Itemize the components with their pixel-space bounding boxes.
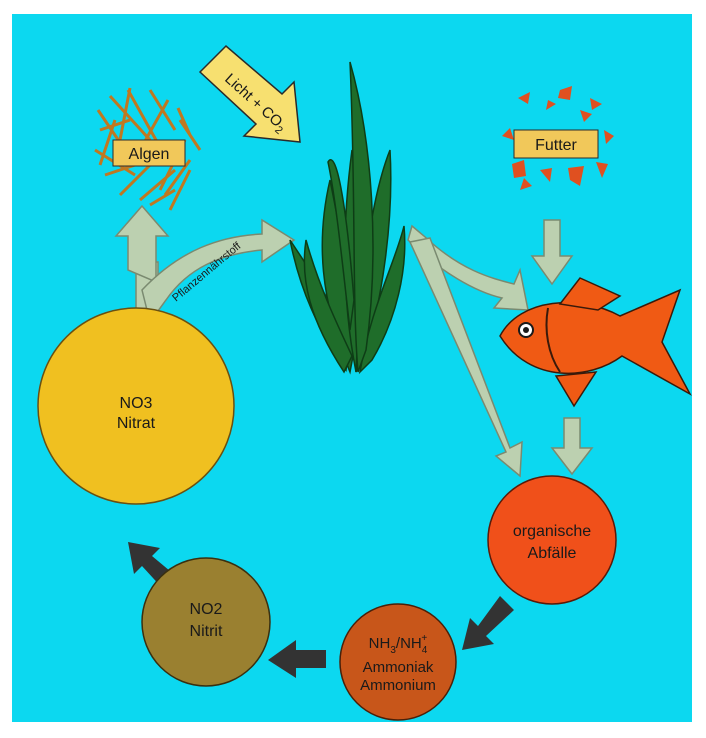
- ammonia-name: Ammoniak: [363, 659, 434, 676]
- organic-line2: Abfälle: [528, 545, 577, 562]
- nitrate-node: NO3 Nitrat: [38, 308, 234, 504]
- nitrite-formula: NO2: [190, 601, 223, 618]
- food-label: Futter: [535, 137, 577, 154]
- nitrite-name: Nitrit: [190, 623, 223, 640]
- nitrite-node: NO2 Nitrit: [142, 558, 270, 686]
- nitrate-formula: NO3: [120, 395, 153, 412]
- organic-waste-node: organische Abfälle: [488, 476, 616, 604]
- organic-waste-circle: [488, 476, 616, 604]
- ammonium-name: Ammonium: [360, 677, 436, 694]
- ammonia-node: NH3/NH4+ Ammoniak Ammonium: [340, 604, 456, 720]
- algae-label: Algen: [129, 146, 170, 163]
- organic-line1: organische: [513, 523, 591, 540]
- nitrite-circle: [142, 558, 270, 686]
- fish-pupil: [523, 327, 529, 333]
- nitrate-name: Nitrat: [117, 415, 156, 432]
